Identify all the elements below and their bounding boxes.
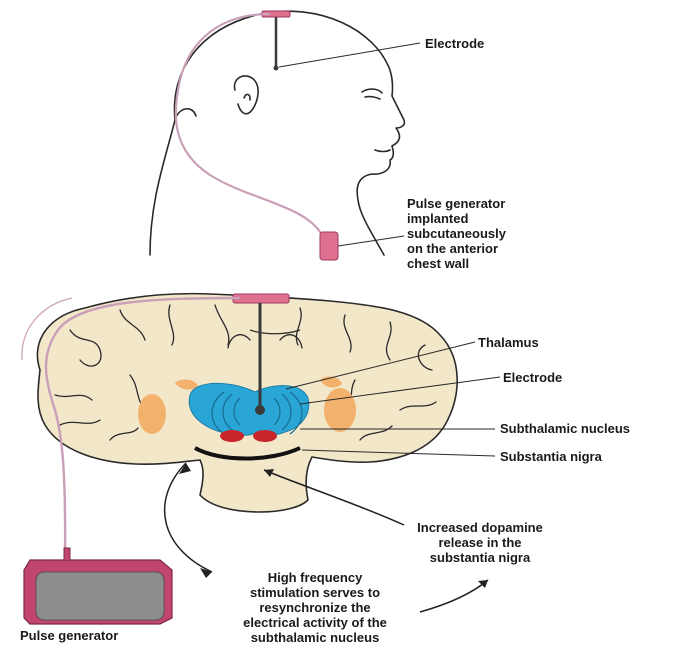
label-substantia-nigra: Substantia nigra bbox=[500, 449, 602, 464]
label-pulse-generator: Pulse generator bbox=[20, 628, 118, 643]
label-pulse-generator-implanted-line: on the anterior bbox=[407, 241, 567, 256]
label-electrode-brain: Electrode bbox=[503, 370, 562, 385]
leader-electrode-top bbox=[279, 43, 420, 67]
label-pulse-generator-implanted-line: Pulse generator bbox=[407, 196, 567, 211]
label-high-frequency-line: subthalamic nucleus bbox=[215, 630, 415, 645]
label-thalamus: Thalamus bbox=[478, 335, 539, 350]
label-subthalamic-nucleus: Subthalamic nucleus bbox=[500, 421, 630, 436]
label-pulse-generator-implanted-line: subcutaneously bbox=[407, 226, 567, 241]
leader-pulse-generator-implanted bbox=[338, 236, 404, 246]
pulse-generator-device bbox=[24, 548, 172, 624]
label-increased-dopamine-line: release in the bbox=[395, 535, 565, 550]
label-high-frequency: High frequency stimulation serves to res… bbox=[215, 570, 415, 645]
head-electrode bbox=[262, 11, 290, 71]
chest-generator bbox=[320, 232, 338, 260]
label-increased-dopamine-line: Increased dopamine bbox=[395, 520, 565, 535]
label-pulse-generator-implanted: Pulse generator implanted subcutaneously… bbox=[407, 196, 567, 271]
label-high-frequency-line: stimulation serves to bbox=[215, 585, 415, 600]
label-increased-dopamine-line: substantia nigra bbox=[395, 550, 565, 565]
brain-section bbox=[37, 294, 457, 512]
label-high-frequency-line: resynchronize the bbox=[215, 600, 415, 615]
label-increased-dopamine: Increased dopamine release in the substa… bbox=[395, 520, 565, 565]
label-electrode-top: Electrode bbox=[425, 36, 484, 51]
label-pulse-generator-implanted-line: implanted bbox=[407, 211, 567, 226]
label-pulse-generator-implanted-line: chest wall bbox=[407, 256, 567, 271]
label-high-frequency-line: electrical activity of the bbox=[215, 615, 415, 630]
label-high-frequency-line: High frequency bbox=[215, 570, 415, 585]
